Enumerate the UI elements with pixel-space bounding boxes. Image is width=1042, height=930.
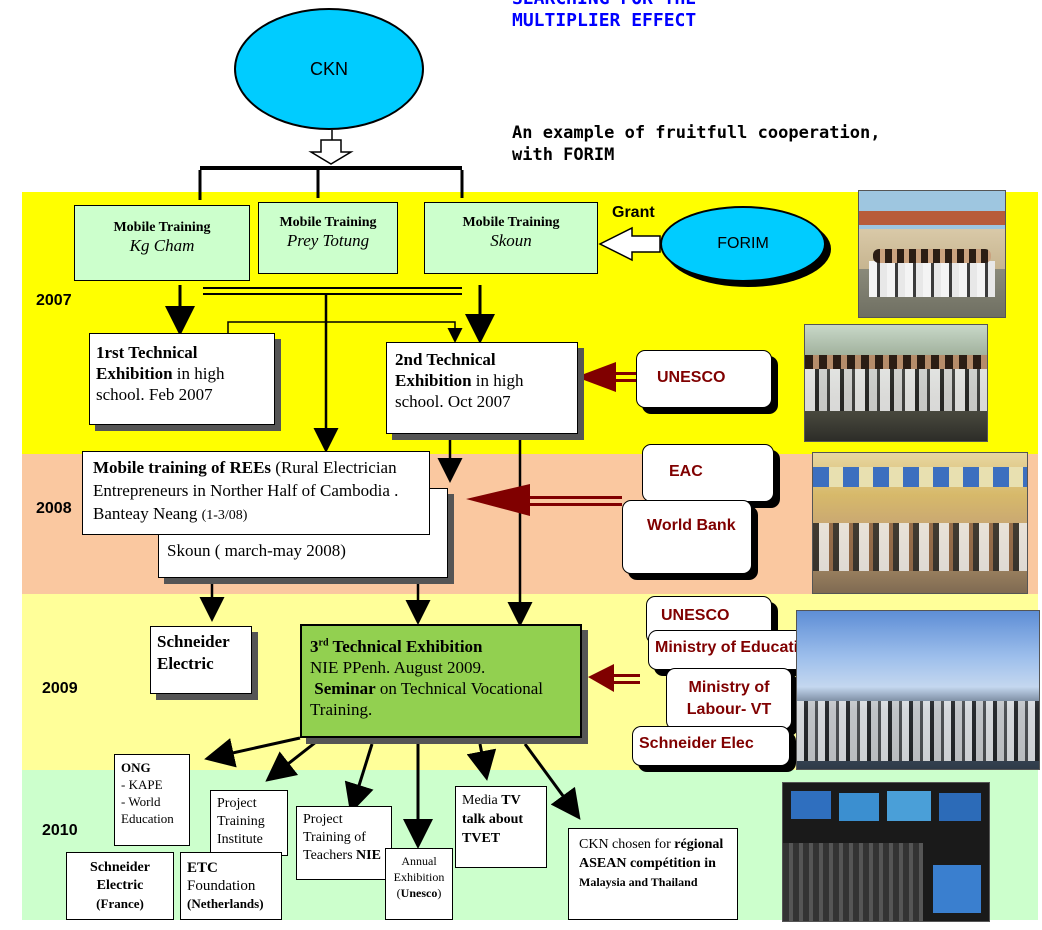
mobile-training-kg-cham: Mobile Training Kg Cham: [74, 205, 250, 281]
partner-world-bank: World Bank: [622, 500, 752, 574]
annual-exhibition-unesco: Annual Exhibition (Unesco): [385, 848, 453, 920]
photo-seminar-audience: [796, 610, 1040, 770]
media-tv-box: Media TV talk about TVET: [455, 786, 547, 868]
page-title: SEARCHING FOR THE MULTIPLIER EFFECT: [512, 0, 697, 31]
ong-box: ONG - KAPE - World Education: [114, 754, 190, 846]
forim-node: FORIM: [660, 206, 826, 282]
partner-eac: EAC: [642, 444, 774, 502]
second-technical-exhibition: 2nd Technical Exhibition in high school.…: [386, 342, 578, 434]
photo-exhibition-crowd: [804, 324, 988, 442]
first-technical-exhibition: 1rst Technical Exhibition in high school…: [89, 333, 275, 425]
subtitle: An example of fruitfull cooperation, wit…: [512, 123, 881, 165]
third-technical-exhibition: 3rd Technical Exhibition NIE PPenh. Augu…: [300, 624, 582, 738]
partner-unesco-2007: UNESCO: [636, 350, 772, 408]
ckn-asean-competition: CKN chosen for régional ASEAN compétitio…: [568, 828, 738, 920]
year-2008: 2008: [36, 500, 72, 517]
photo-training-hall: [812, 452, 1028, 594]
project-training-teachers: Project Training of Teachers NIE: [296, 806, 392, 880]
ree-mobile-training: Mobile training of REEs (Rural Electrici…: [82, 451, 430, 535]
schneider-electric-box: Schneider Electric: [150, 626, 252, 694]
photo-group-students: [858, 190, 1006, 318]
year-2010: 2010: [42, 822, 78, 839]
ckn-node: CKN: [234, 8, 424, 130]
partner-schneider-elec: Schneider Elec: [632, 726, 790, 766]
photo-tv-studio: [782, 782, 990, 922]
grant-label: Grant: [612, 204, 655, 221]
year-2009: 2009: [42, 680, 78, 697]
partner-ministry-of-labour: Ministry of Labour- VT: [666, 668, 792, 730]
mobile-training-skoun: Mobile Training Skoun: [424, 202, 598, 274]
etc-foundation: ETC Foundation (Netherlands): [180, 852, 282, 920]
year-2007: 2007: [36, 292, 72, 309]
project-training-institute: Project Training Institute: [210, 790, 288, 856]
schneider-electric-france: Schneider Electric (France): [66, 852, 174, 920]
mobile-training-prey-totung: Mobile Training Prey Totung: [258, 202, 398, 274]
